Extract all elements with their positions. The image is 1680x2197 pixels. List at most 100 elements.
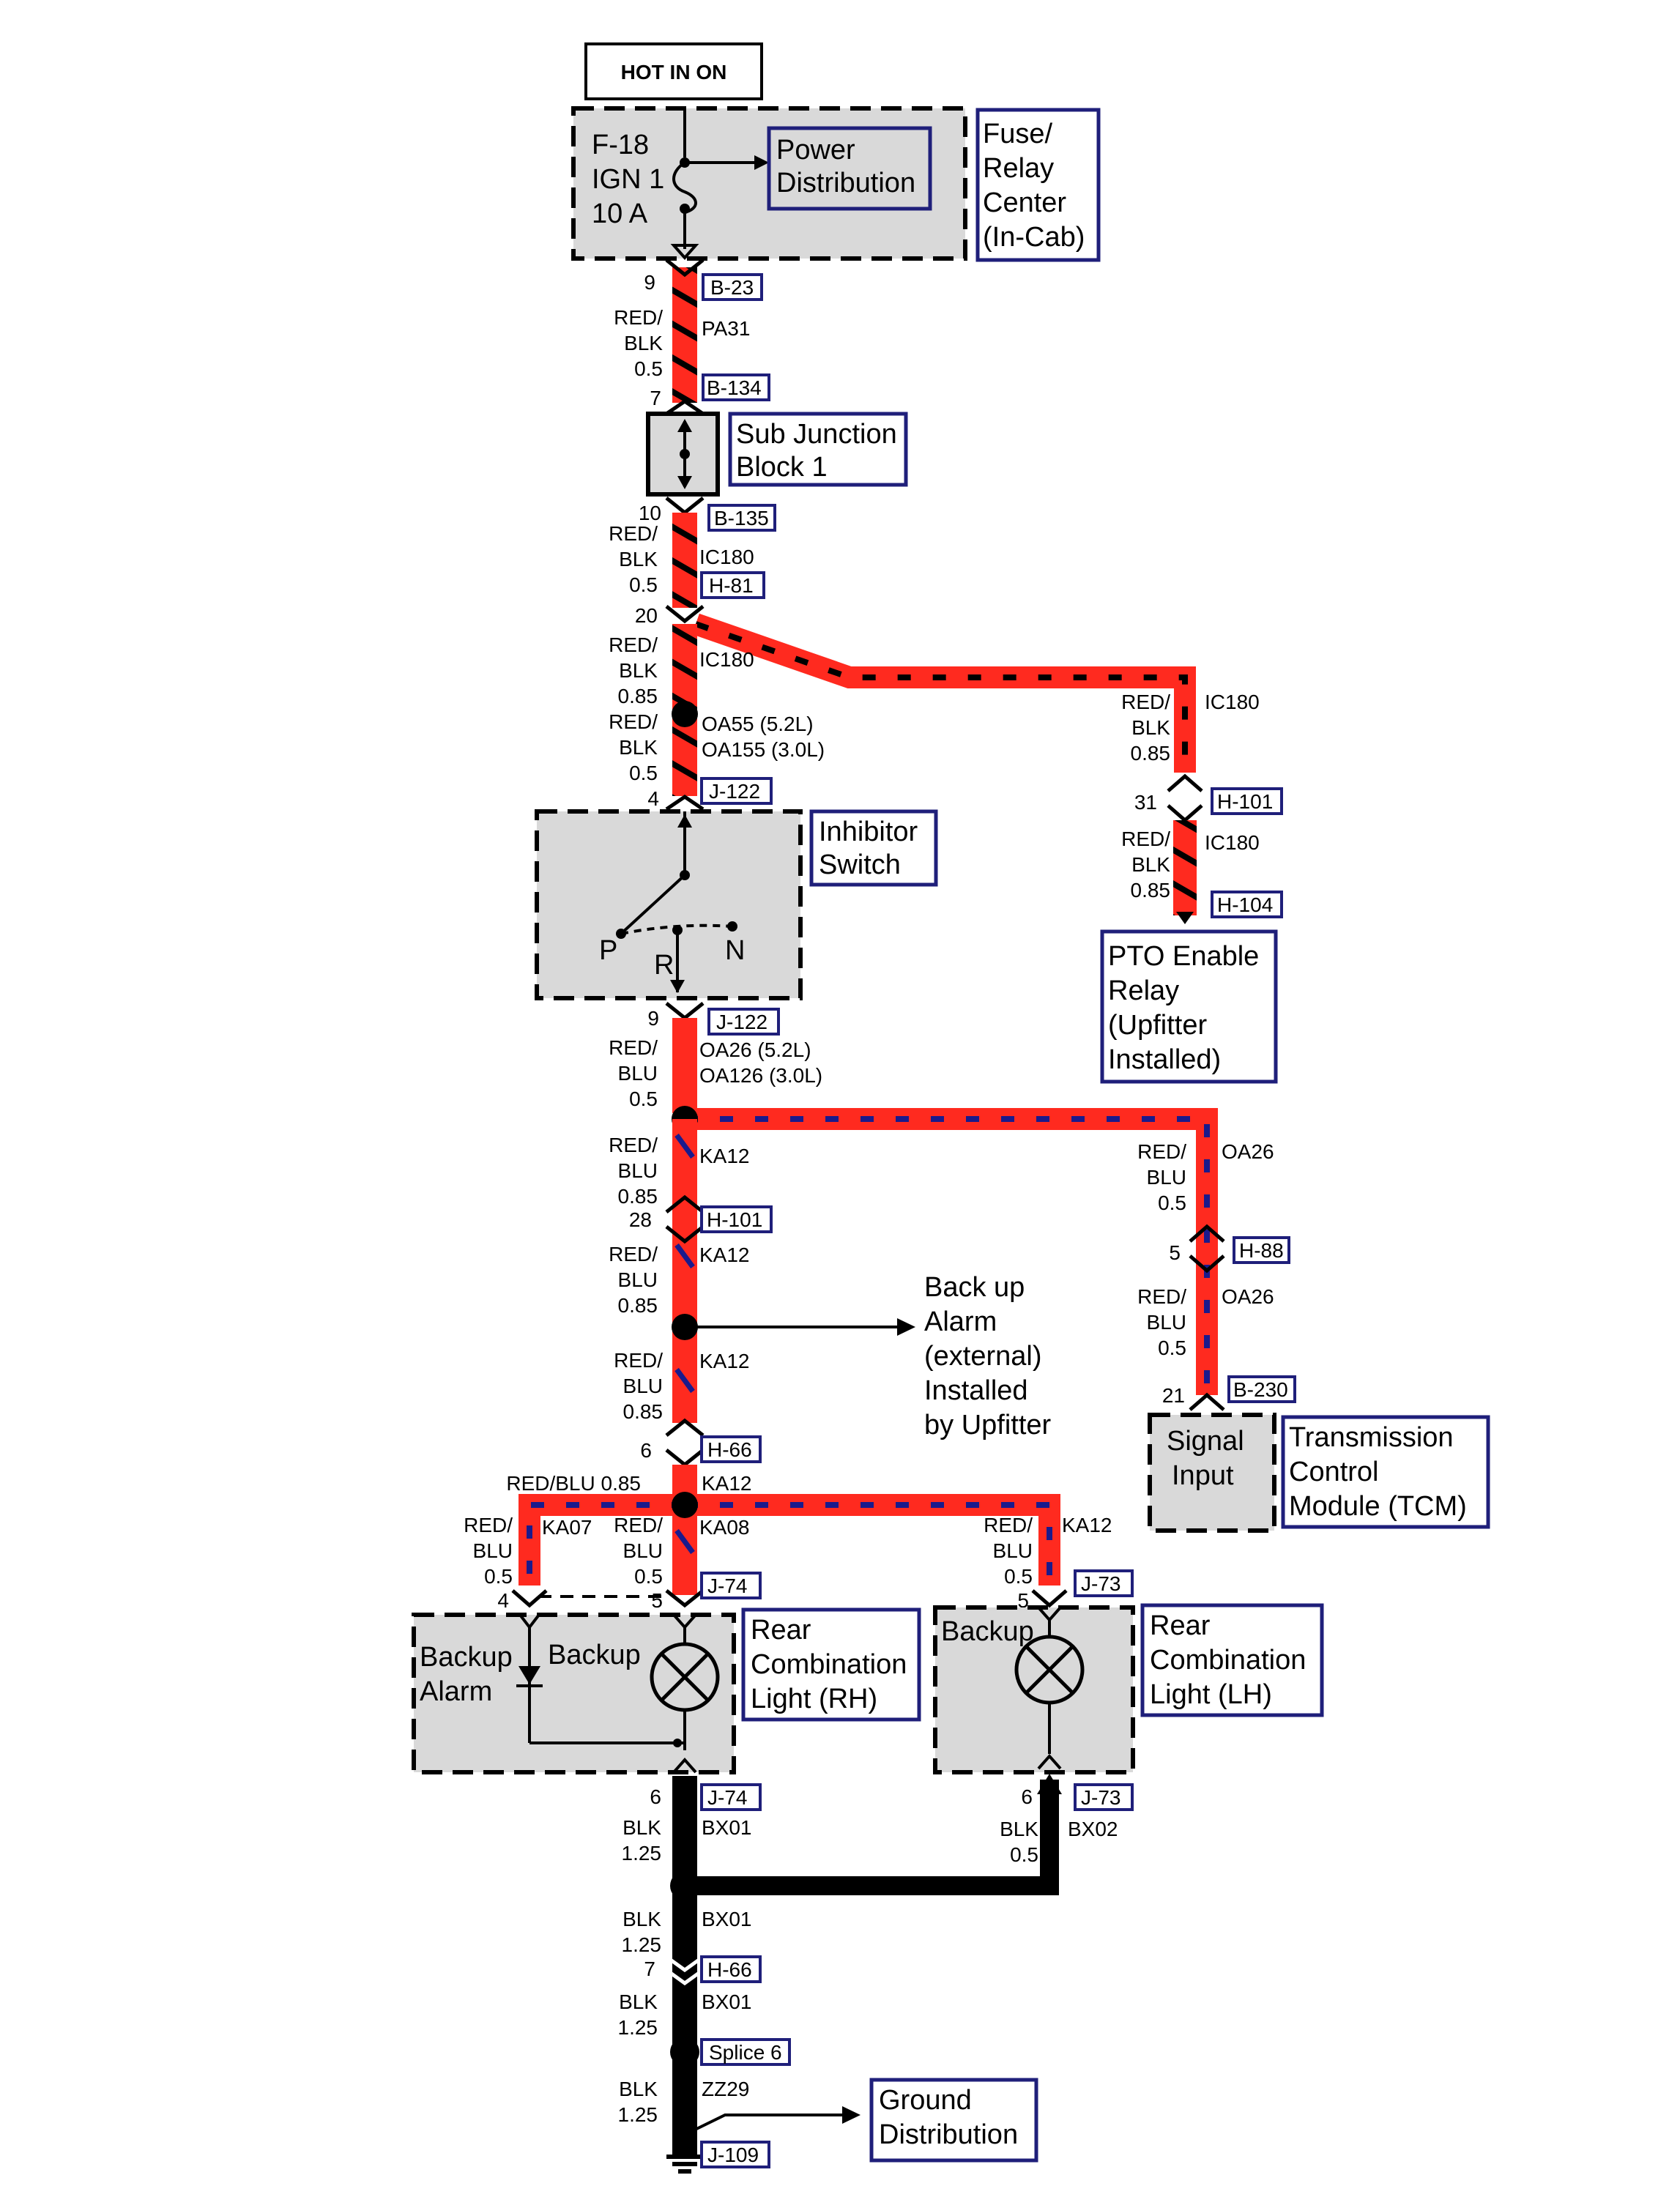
svg-text:KA12: KA12 xyxy=(699,1350,750,1372)
svg-text:H-101: H-101 xyxy=(707,1208,762,1231)
svg-text:KA08: KA08 xyxy=(699,1516,750,1539)
svg-text:5: 5 xyxy=(1017,1589,1029,1612)
svg-text:BLK: BLK xyxy=(1131,853,1170,876)
connector-b134: B-134 7 xyxy=(650,373,770,416)
svg-text:HOT IN ON: HOT IN ON xyxy=(621,61,727,83)
svg-text:BLK: BLK xyxy=(622,1908,661,1930)
svg-text:0.5: 0.5 xyxy=(634,1565,663,1588)
wire-label-bx01b: BLK 1.25 BX01 xyxy=(622,1908,752,1956)
svg-text:J-74: J-74 xyxy=(707,1786,747,1809)
connector-j74b: J-74 xyxy=(700,1783,762,1811)
svg-text:Control: Control xyxy=(1289,1457,1379,1487)
rear-combination-light-lh: Backup Rear Combination Light (LH) xyxy=(933,1603,1324,1774)
inhibitor-switch: P R N Inhibitor Switch xyxy=(535,809,938,1000)
svg-text:BLK: BLK xyxy=(1000,1818,1038,1840)
svg-text:BLK: BLK xyxy=(1131,716,1170,739)
svg-text:BLK: BLK xyxy=(619,736,658,759)
svg-text:J-109: J-109 xyxy=(707,2144,759,2166)
svg-text:(Upfitter: (Upfitter xyxy=(1108,1010,1207,1041)
svg-text:0.85: 0.85 xyxy=(618,1294,658,1317)
svg-text:RED/: RED/ xyxy=(609,1036,658,1059)
wire-label-bx01c: BLK 1.25 BX01 xyxy=(618,1990,752,2039)
svg-text:1.25: 1.25 xyxy=(622,1842,662,1865)
svg-text:RED/: RED/ xyxy=(609,710,658,733)
svg-text:KA12: KA12 xyxy=(702,1472,752,1495)
svg-text:IGN 1: IGN 1 xyxy=(592,164,664,195)
svg-text:21: 21 xyxy=(1162,1384,1185,1407)
svg-text:H-81: H-81 xyxy=(709,574,754,597)
svg-text:RED/: RED/ xyxy=(609,633,658,656)
svg-text:RED/BLU 0.85: RED/BLU 0.85 xyxy=(506,1472,641,1495)
svg-text:Distribution: Distribution xyxy=(776,168,915,198)
svg-text:OA155 (3.0L): OA155 (3.0L) xyxy=(702,738,825,761)
svg-text:1.25: 1.25 xyxy=(622,1933,662,1956)
svg-text:IC180: IC180 xyxy=(1205,831,1260,854)
connector-b230: 21 B-230 xyxy=(1162,1375,1296,1411)
svg-text:OA26: OA26 xyxy=(1222,1140,1274,1163)
tcm: Signal Input Transmission Control Module… xyxy=(1148,1413,1490,1533)
wire-oa26: RED/ BLU 0.5 OA26 (5.2L) OA126 (3.0L) xyxy=(609,1018,822,1113)
backup-alarm-tap: Back up Alarm (external) Installed by Up… xyxy=(672,1272,1052,1440)
svg-text:J-122: J-122 xyxy=(709,780,760,803)
svg-text:Light (LH): Light (LH) xyxy=(1150,1679,1272,1710)
svg-text:Inhibitor: Inhibitor xyxy=(819,817,918,847)
svg-text:BLU: BLU xyxy=(993,1539,1033,1562)
svg-text:1.25: 1.25 xyxy=(618,2103,658,2126)
svg-text:BX01: BX01 xyxy=(702,1816,752,1839)
svg-text:KA12: KA12 xyxy=(699,1145,750,1167)
svg-text:Backup: Backup xyxy=(420,1642,513,1673)
svg-text:B-23: B-23 xyxy=(710,276,754,299)
svg-text:Combination: Combination xyxy=(751,1649,907,1680)
connector-b135: 10 B-135 xyxy=(639,497,776,532)
svg-text:28: 28 xyxy=(629,1208,652,1231)
svg-text:by Upfitter: by Upfitter xyxy=(924,1410,1052,1440)
wire-pa31 xyxy=(672,267,697,403)
svg-text:J-122: J-122 xyxy=(716,1011,767,1033)
svg-text:BLK: BLK xyxy=(619,548,658,570)
svg-text:RED/: RED/ xyxy=(614,306,663,329)
wire-bx02: 6 BLK 0.5 BX02 xyxy=(685,1774,1118,1895)
wire-ic180a: RED/ BLK 0.5 IC180 xyxy=(609,513,754,608)
wire-label-ka08: RED/ BLU 0.5 KA08 xyxy=(614,1514,749,1588)
svg-text:BLU: BLU xyxy=(623,1375,663,1397)
svg-text:IC180: IC180 xyxy=(699,546,754,568)
svg-text:0.5: 0.5 xyxy=(634,357,663,380)
sub-junction-block: Sub Junction Block 1 xyxy=(646,412,908,497)
wire-ic180-branch: RED/ BLK 0.85 IC180 xyxy=(692,613,1260,773)
svg-text:0.5: 0.5 xyxy=(629,573,658,596)
svg-text:BLK: BLK xyxy=(624,332,663,354)
pto-enable-relay: PTO Enable Relay (Upfitter Installed) xyxy=(1100,929,1278,1084)
svg-text:H-66: H-66 xyxy=(707,1438,752,1461)
svg-text:Signal: Signal xyxy=(1167,1426,1244,1457)
svg-text:BLU: BLU xyxy=(1147,1166,1186,1189)
svg-text:Transmission: Transmission xyxy=(1289,1422,1454,1453)
svg-text:BLK: BLK xyxy=(619,1990,658,2013)
svg-text:0.5: 0.5 xyxy=(1004,1565,1033,1588)
rear-combination-light-rh: Backup Alarm Backup Rear Combination Lig… xyxy=(412,1607,921,1774)
svg-text:Relay: Relay xyxy=(983,153,1054,184)
svg-text:H-104: H-104 xyxy=(1217,893,1273,916)
svg-text:Switch: Switch xyxy=(819,850,901,880)
svg-text:BLU: BLU xyxy=(623,1539,663,1562)
svg-text:20: 20 xyxy=(635,604,658,627)
connector-h104: H-104 xyxy=(1211,891,1283,918)
svg-text:BLU: BLU xyxy=(618,1062,658,1085)
svg-text:Installed): Installed) xyxy=(1108,1044,1221,1075)
svg-text:BLU: BLU xyxy=(618,1268,658,1291)
connector-h66a: 6 H-66 xyxy=(640,1418,762,1468)
svg-text:Block 1: Block 1 xyxy=(736,452,828,483)
svg-text:OA26 (5.2L): OA26 (5.2L) xyxy=(699,1038,811,1061)
svg-text:B-230: B-230 xyxy=(1233,1378,1288,1401)
svg-text:H-66: H-66 xyxy=(707,1958,752,1981)
svg-text:Fuse/: Fuse/ xyxy=(983,119,1052,149)
svg-text:31: 31 xyxy=(1134,791,1157,814)
svg-text:RED/: RED/ xyxy=(984,1514,1033,1536)
svg-text:Combination: Combination xyxy=(1150,1645,1306,1676)
svg-text:6: 6 xyxy=(1021,1785,1033,1808)
connector-b23: 9 B-23 xyxy=(644,259,763,301)
svg-text:N: N xyxy=(725,935,745,966)
svg-text:BLK: BLK xyxy=(619,659,658,682)
svg-text:RED/: RED/ xyxy=(609,1134,658,1156)
svg-text:BLK: BLK xyxy=(619,2078,658,2100)
